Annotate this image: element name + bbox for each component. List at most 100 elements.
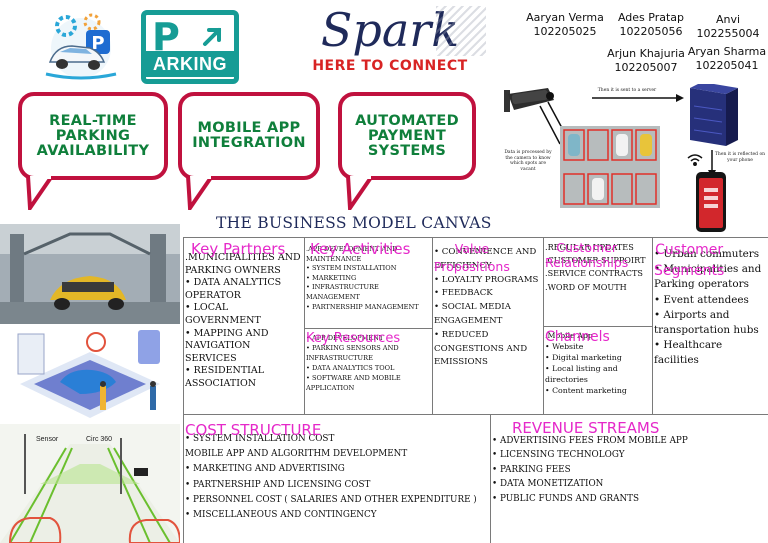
sensor-label: Sensor: [36, 436, 59, 443]
feature-text: MOBILE APP INTEGRATION: [192, 120, 306, 151]
isometric-smart-parking-illustration: [0, 324, 180, 424]
parking-sign-logo: P ARKING: [141, 10, 239, 84]
customer-segments-item: • Municipalities and Parking operators: [654, 263, 762, 291]
member-id: 102205025: [533, 25, 597, 38]
cost-structure-item: • PERSONNEL COST ( SALARIES AND OTHER EX…: [185, 494, 477, 505]
canvas-divider: [304, 328, 432, 329]
member-card: Arjun Khajuria 102205007: [598, 47, 694, 75]
diagram-graphics: [504, 84, 738, 232]
feature-text: AUTOMATED PAYMENT SYSTEMS: [355, 112, 459, 159]
parking-lot-aerial-image: [560, 126, 660, 208]
key-partners-item: • LOCAL GOVERNMENT: [185, 302, 261, 326]
customer-relationships-item: .CUSTOMER SUPPOIRT: [545, 255, 646, 266]
feature-bubble-mobile-app: MOBILE APP INTEGRATION: [178, 92, 320, 180]
customer-segments-item: • Urban commuters: [654, 248, 760, 260]
svg-text:P: P: [91, 33, 104, 54]
key-activities-heading: Key Activities: [310, 240, 411, 258]
cost-structure-item: • MARKETING AND ADVERTISING: [185, 464, 345, 475]
brand-title: Spark: [320, 3, 460, 57]
key-activities-item: • INFRASTRUCTURE MANAGEMENT: [306, 283, 379, 301]
customer-segments-item: • Airports and transportation hubs: [654, 308, 759, 337]
value-propositions-item: • FEEDBACK: [434, 288, 493, 299]
customer-relationships-item: .SERVICE CONTRACTS: [545, 268, 643, 279]
key-activities-cell: Key Activities .APP DEVELOPMENT AND MAIN…: [306, 240, 432, 312]
key-resources-item: • SOFTWARE AND MOBILE APPLICATION: [306, 374, 401, 392]
member-card: Aryan Sharma 102205041: [686, 45, 768, 73]
channels-item: • Local listing and directories: [545, 364, 618, 384]
automated-parking-photo: [0, 224, 180, 324]
revenue-streams-item: • PUBLIC FUNDS AND GRANTS: [492, 493, 640, 504]
key-activities-item: .APP DEVELOPMENT AND MAINTENANCE: [306, 245, 398, 263]
key-activities-item: • MARKETING: [306, 273, 357, 282]
bubble-tail-icon: [346, 176, 374, 210]
key-partners-item: • RESIDENTIAL ASSOCIATION: [185, 365, 265, 389]
cost-structure-heading: COST STRUCTURE: [185, 421, 322, 439]
member-name: Aaryan Verma: [526, 11, 604, 24]
feature-bubble-availability: REAL-TIME PARKING AVAILABILITY: [18, 92, 168, 180]
parking-sign-word: ARKING: [146, 51, 234, 77]
bubble-tail-icon: [186, 176, 214, 210]
member-name: Aryan Sharma: [687, 45, 767, 58]
key-partners-heading: Key Partners: [191, 240, 286, 258]
revenue-streams-item: • ADVERTISING FEES FROM MOBILE APP: [492, 436, 688, 446]
bubble-tail-icon: [26, 176, 54, 210]
cctv-camera-icon: [504, 88, 554, 112]
key-activities-item: • PARTNERSHIP MANAGEMENT: [306, 302, 419, 311]
revenue-streams-heading: REVENUE STREAMS: [512, 419, 660, 437]
customer-segments-item: • Event attendees: [654, 293, 749, 306]
cost-structure-item: MOBILE APP AND ALGORITHM DEVELOPMENT: [185, 449, 408, 460]
member-id: 102255004: [696, 27, 760, 40]
cost-structure-item: • SYSTEM INSTALLATION COST: [185, 434, 335, 444]
feature-text: REAL-TIME PARKING AVAILABILITY: [36, 112, 150, 159]
member-card: Aaryan Verma 102205025: [520, 11, 610, 39]
canvas-border: [183, 237, 768, 238]
revenue-streams-item: • LICENSING TECHNOLOGY: [492, 450, 625, 461]
canvas-title: THE BUSINESS MODEL CANVAS: [216, 214, 492, 232]
revenue-streams-cell: REVENUE STREAMS • ADVERTISING FEES FROM …: [492, 418, 768, 506]
sensor-street-illustration: Sensor Circ 360: [0, 424, 180, 543]
customer-relationships-item: .WORD OF MOUTH: [545, 281, 627, 292]
brand-tagline: HERE TO CONNECT: [312, 58, 468, 74]
diagram-label-sent: Then it is sent to a server: [597, 88, 657, 93]
value-propositions-item: • LOYALTY PROGRAMS: [434, 274, 539, 285]
revenue-streams-item: • DATA MONETIZATION: [492, 479, 604, 490]
cost-structure-cell: COST STRUCTURE • SYSTEM INSTALLATION COS…: [185, 420, 490, 523]
member-id: 102205041: [695, 59, 759, 72]
key-partners-item: • MAPPING AND NAVIGATION SERVICES: [185, 327, 269, 364]
revenue-streams-item: • PARKING FEES: [492, 464, 571, 475]
member-name: Arjun Khajuria: [607, 47, 685, 60]
channels-item: • Content marketing: [545, 386, 627, 395]
server-icon: [690, 84, 738, 146]
key-resources-item: • PARKING SENSORS AND INFRASTRUCTURE: [306, 344, 399, 362]
channels-cell: Channels .Mobile App • Website • Digital…: [545, 329, 652, 396]
feature-bubble-payments: AUTOMATED PAYMENT SYSTEMS: [338, 92, 476, 180]
value-propositions-item: • SOCIAL MEDIA ENGAGEMENT: [434, 302, 511, 326]
canvas-divider: [543, 326, 652, 327]
canvas-divider: [304, 237, 305, 414]
customer-segments-item: • Healthcare facilities: [654, 339, 723, 367]
brand-logo: Spark HERE TO CONNECT: [300, 0, 486, 86]
canvas-divider: [652, 237, 653, 414]
customer-relationships-heading: Customer Relationships: [545, 240, 629, 270]
key-partners-item: • DATA ANALYTICS OPERATOR: [185, 277, 282, 301]
diagram-label-reflect: Then it is reflected on your phone: [714, 152, 766, 163]
value-propositions-item: • REDUCED CONGESTIONS AND EMISSIONS: [434, 329, 528, 368]
key-resources-cell: Key Resources • APP DEVELOPMENT • PARKIN…: [306, 331, 432, 393]
customer-relationships-item: .REGULAR UPDATES: [545, 242, 634, 252]
canvas-divider: [490, 414, 491, 543]
canvas-divider: [183, 414, 768, 415]
member-card: Ades Pratap 102205056: [606, 11, 696, 39]
customer-segments-heading: Customer Segments: [654, 242, 725, 279]
value-propositions-cell: Value Propositions • CONVENIENCE AND EFF…: [434, 240, 543, 370]
circ-label: Circ 360: [86, 436, 113, 443]
diagram-label-camera: Data is processed by the camera to know …: [504, 150, 552, 172]
key-resources-heading: Key Resources: [306, 331, 401, 346]
member-name: Anvi: [715, 13, 741, 26]
key-resources-item: • DATA ANALYTICS TOOL: [306, 364, 395, 372]
customer-relationships-cell: Customer Relationships .REGULAR UPDATES …: [545, 240, 652, 294]
wifi-icon: [687, 154, 703, 166]
key-partners-cell: Key Partners .MUNICIPALITIES AND PARKING…: [185, 240, 303, 391]
member-id: 102205007: [614, 61, 678, 74]
key-activities-item: • SYSTEM INSTALLATION: [306, 264, 397, 273]
member-id: 102205056: [619, 25, 683, 38]
